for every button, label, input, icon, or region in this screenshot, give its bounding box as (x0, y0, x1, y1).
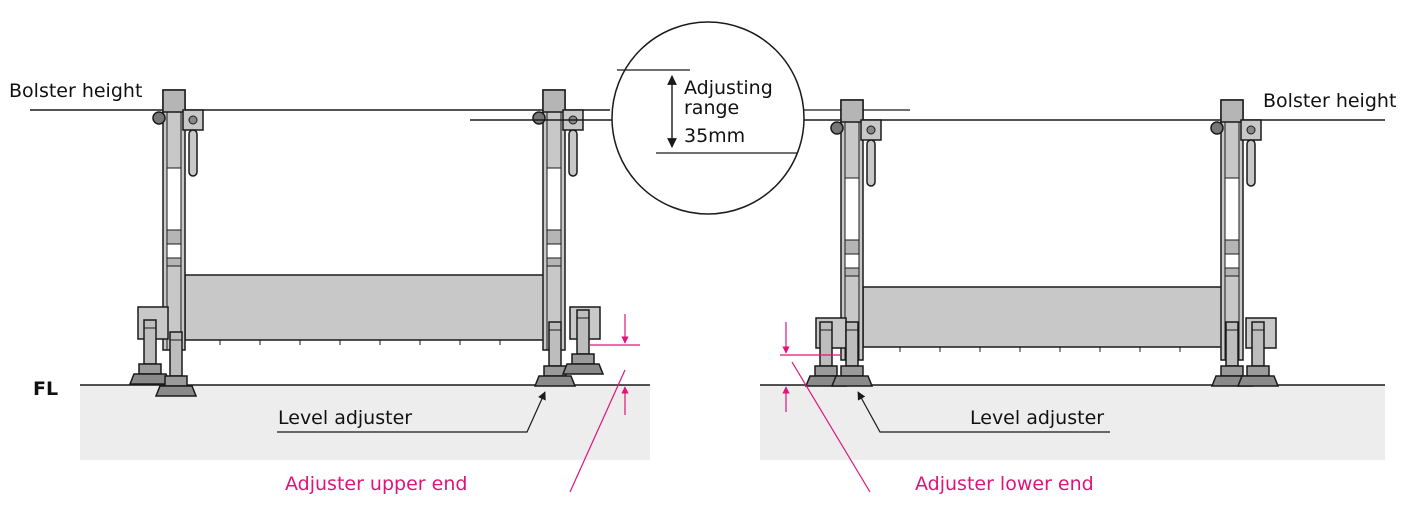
frame-body-right (862, 286, 1224, 348)
upper-end-dimension (569, 314, 640, 493)
zoom-circle (611, 21, 805, 215)
zoom-label-line3: 35mm (684, 125, 746, 147)
frame-rivets-right (899, 347, 1181, 352)
frame-rivets-left (219, 340, 501, 345)
fl-label: FL (33, 378, 59, 400)
lower-end-dimension (780, 322, 871, 493)
adjuster-lower-end-label: Adjuster lower end (915, 473, 1094, 495)
level-adjuster-label-right: Level adjuster (970, 407, 1105, 429)
bolster-height-label-right: Bolster height (1263, 90, 1397, 112)
frame-body-left (184, 274, 546, 341)
zoom-label-line1: Adjusting (684, 77, 773, 99)
level-adjuster-leader-left (277, 391, 546, 433)
left-view (30, 89, 650, 493)
foot-left-2 (155, 331, 197, 397)
level-adjuster-label-left: Level adjuster (278, 407, 413, 429)
floor-left (80, 385, 650, 460)
right-view (470, 99, 1385, 493)
zoom-label-line2: range (684, 97, 740, 119)
level-adjuster-leader-right (857, 391, 1110, 433)
bolster-height-label-left: Bolster height (9, 80, 143, 102)
adjuster-upper-end-label: Adjuster upper end (285, 473, 468, 495)
